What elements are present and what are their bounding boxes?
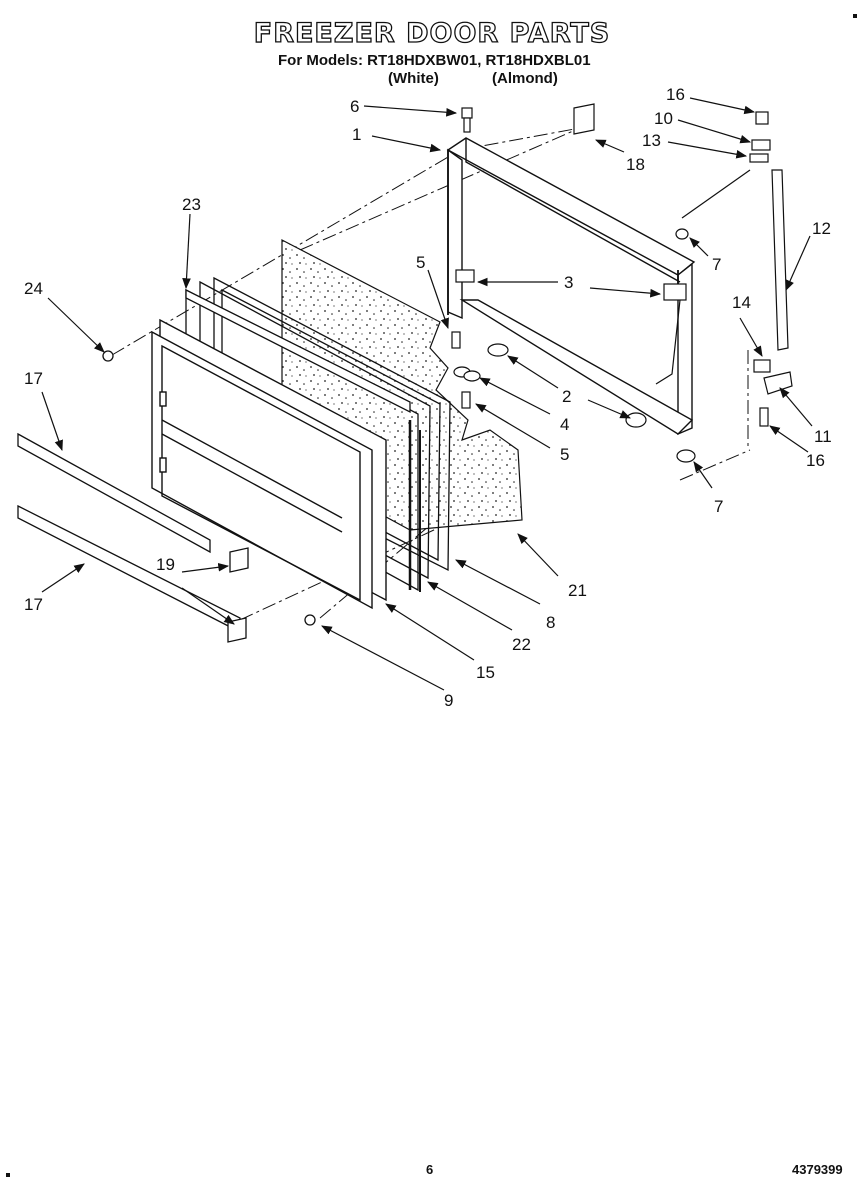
leader-lines xyxy=(41,97,813,691)
callout-5-top: 5 xyxy=(416,253,425,272)
page-number: 6 xyxy=(426,1162,434,1177)
callout-6: 6 xyxy=(350,97,359,116)
callout-7-top: 7 xyxy=(712,255,721,274)
models-line: For Models: RT18HDXBW01, RT18HDXBL01 xyxy=(278,52,591,69)
callout-10: 10 xyxy=(654,109,673,128)
callout-1: 1 xyxy=(352,125,361,144)
callout-4: 4 xyxy=(560,415,569,434)
callout-13: 13 xyxy=(642,131,661,150)
callout-21: 21 xyxy=(568,581,587,600)
variant-almond: (Almond) xyxy=(492,70,558,87)
callout-2: 2 xyxy=(562,387,571,406)
callout-8: 8 xyxy=(546,613,555,632)
callout-labels: 6 1 18 16 10 13 12 7 3 5 14 11 16 2 4 5 … xyxy=(24,85,832,710)
callout-23: 23 xyxy=(182,195,201,214)
callout-5-bottom: 5 xyxy=(560,445,569,464)
callout-15: 15 xyxy=(476,663,495,682)
callout-18: 18 xyxy=(626,155,645,174)
callout-16-top: 16 xyxy=(666,85,685,104)
page-title: FREEZER DOOR PARTS xyxy=(253,17,611,49)
variant-white: (White) xyxy=(388,70,439,87)
callout-24: 24 xyxy=(24,279,43,298)
callout-17-bottom: 17 xyxy=(24,595,43,614)
callout-14: 14 xyxy=(732,293,751,312)
callout-9: 9 xyxy=(444,691,453,710)
callout-22: 22 xyxy=(512,635,531,654)
callout-7-bottom: 7 xyxy=(714,497,723,516)
corner-mark-top xyxy=(853,14,857,18)
callout-12: 12 xyxy=(812,219,831,238)
callout-3: 3 xyxy=(564,273,573,292)
corner-mark-bottom xyxy=(6,1173,10,1177)
callout-17-top: 17 xyxy=(24,369,43,388)
callout-16-bottom: 16 xyxy=(806,451,825,470)
hinge-parts xyxy=(451,103,793,463)
door-liner xyxy=(151,318,387,610)
document-number: 4379399 xyxy=(792,1162,843,1177)
callout-11: 11 xyxy=(814,427,832,446)
callout-19: 19 xyxy=(156,555,175,574)
trim-strips xyxy=(17,288,411,643)
